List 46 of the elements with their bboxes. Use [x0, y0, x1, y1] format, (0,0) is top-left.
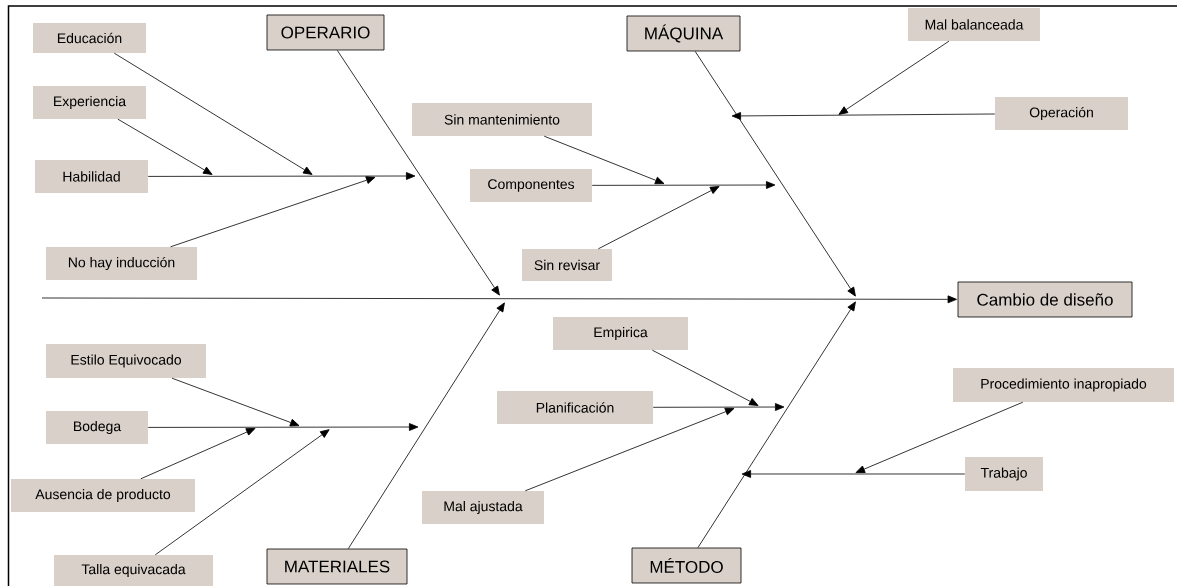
cause-box: Habilidad [35, 160, 148, 193]
category-box: MÉTODO [631, 547, 742, 584]
arrow [855, 401, 1024, 473]
category-box: MATERIALES [266, 548, 408, 585]
arrow [147, 423, 419, 431]
arrow [140, 428, 256, 480]
arrow [170, 176, 376, 248]
arrow [154, 429, 330, 556]
arrow [41, 295, 957, 304]
category-box: MÁQUINA [626, 15, 741, 52]
cause-box: Sin mantenimiento [412, 103, 592, 136]
cause-box: Planificación [497, 391, 653, 424]
arrow [117, 118, 213, 175]
arrow [524, 407, 735, 492]
arrow [543, 135, 665, 185]
cause-box: Procedimiento inapropiado [953, 368, 1174, 402]
arrow [652, 403, 785, 411]
arrow [694, 51, 856, 297]
cause-box: Empirica [553, 317, 688, 350]
cause-box: Operación [995, 97, 1128, 130]
arrow [838, 40, 950, 115]
cause-box: Bodega [46, 411, 148, 444]
cause-box: Sin revisar [522, 249, 612, 281]
cause-box: Educación [33, 23, 146, 53]
arrow [113, 52, 313, 175]
cause-box: Trabajo [965, 457, 1043, 491]
cause-box: No hay inducción [46, 247, 197, 280]
arrow [591, 181, 776, 189]
arrow [731, 112, 996, 120]
arrow [697, 301, 856, 548]
cause-box: Mal balanceada [908, 8, 1040, 41]
arrow [147, 172, 416, 180]
arrow [171, 377, 300, 427]
cause-box: Talla equivacada [54, 555, 213, 586]
cause-box: Mal ajustada [422, 491, 544, 524]
effect-box: Cambio de diseño [957, 281, 1133, 318]
arrow [347, 302, 505, 549]
cause-box: Ausencia de producto [11, 479, 195, 512]
arrow [336, 50, 500, 296]
arrow [597, 186, 720, 250]
cause-box: Estilo Equivocado [46, 344, 206, 378]
cause-box: Componentes [470, 169, 592, 202]
arrow [741, 470, 966, 478]
category-box: OPERARIO [266, 14, 385, 51]
cause-box: Experiencia [33, 86, 146, 119]
arrow [652, 349, 759, 406]
